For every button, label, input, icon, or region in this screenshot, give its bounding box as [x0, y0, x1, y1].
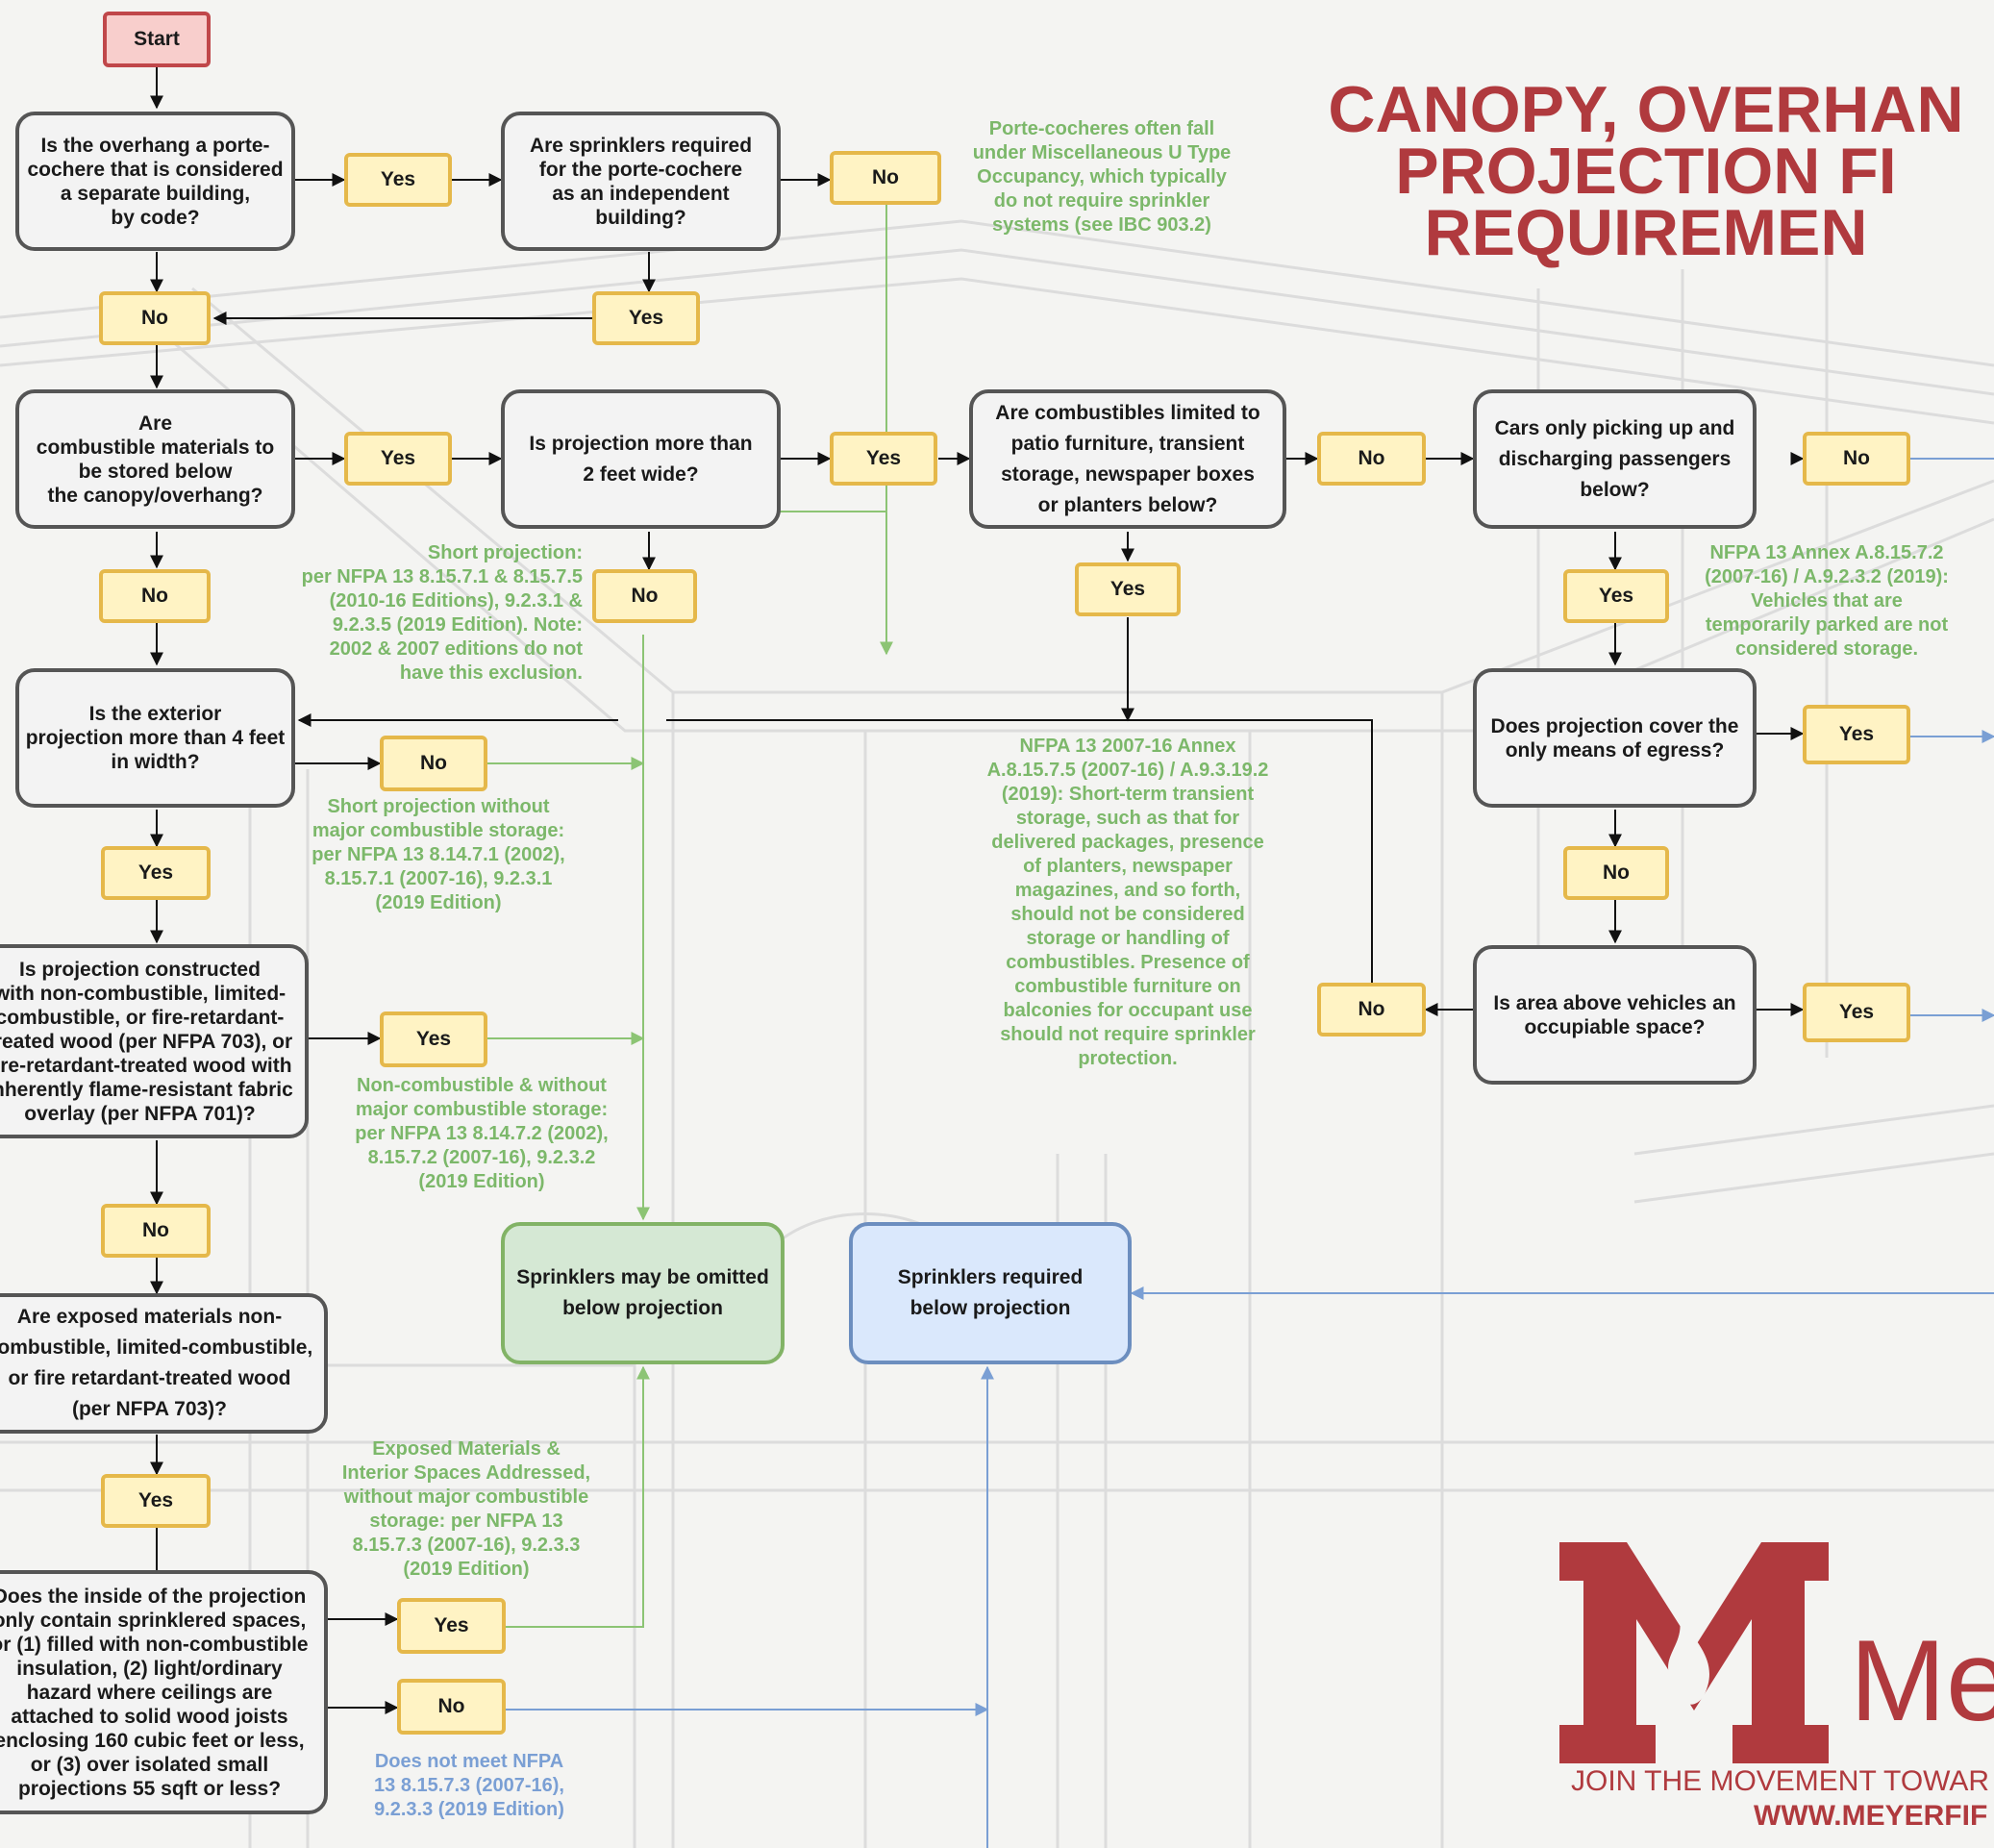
- decision-exposed-materials: Are exposed materials non- combustible, …: [0, 1293, 328, 1434]
- brand-tagline: JOIN THE MOVEMENT TOWAR: [1571, 1765, 1990, 1797]
- answer-q1-yes: Yes: [344, 153, 452, 207]
- answer-q8-yes: Yes: [101, 846, 211, 900]
- answer-q10-yes: Yes: [101, 1474, 211, 1528]
- decision-inside-projection: Does the inside of the projection only c…: [0, 1570, 328, 1814]
- answer-q6-yes: Yes: [1803, 705, 1910, 764]
- answer-q1-no: No: [99, 291, 211, 345]
- note-does-not-meet: Does not meet NFPA 13 8.15.7.3 (2007-16)…: [374, 1751, 564, 1820]
- answer-q9-yes: Yes: [380, 1011, 487, 1067]
- decision-porte-cochere-sprinklers-required: Are sprinklers required for the porte-co…: [501, 112, 781, 251]
- decision-projection-over-2ft: Is projection more than 2 feet wide?: [501, 389, 781, 529]
- note-short-projection: Short projection: per NFPA 13 8.15.7.1 &…: [301, 542, 583, 684]
- answer-q3-yes: Yes: [830, 432, 937, 486]
- note-vehicles-temporary: NFPA 13 Annex A.8.15.7.2 (2007-16) / A.9…: [1705, 542, 1949, 660]
- decision-occupiable-above-vehicles: Is area above vehicles an occupiable spa…: [1473, 945, 1757, 1085]
- decision-porte-cochere-separate: Is the overhang a porte- cochere that is…: [15, 112, 295, 251]
- decision-cars-picking-up: Cars only picking up and discharging pas…: [1473, 389, 1757, 529]
- answer-q4-no: No: [1317, 432, 1426, 486]
- answer-q11-no: No: [397, 1679, 506, 1735]
- note-short-without-storage: Short projection without major combustib…: [312, 796, 565, 913]
- note-noncombustible: Non-combustible & without major combusti…: [355, 1075, 609, 1192]
- answer-q1b-yes: Yes: [592, 291, 700, 345]
- page-title: CANOPY, OVERHAN PROJECTION FI REQUIREMEN: [1328, 73, 1964, 269]
- decision-combustibles-limited: Are combustibles limited to patio furnit…: [969, 389, 1286, 529]
- answer-q3-no: No: [592, 569, 697, 623]
- decision-only-means-egress: Does projection cover the only means of …: [1473, 668, 1757, 808]
- note-transient-storage: NFPA 13 2007-16 Annex A.8.15.7.5 (2007-1…: [986, 736, 1269, 1069]
- meyer-logo-icon: [1559, 1542, 1829, 1763]
- answer-q11-yes: Yes: [397, 1598, 506, 1654]
- answer-q5-no: No: [1803, 432, 1910, 486]
- answer-q8-no: No: [380, 736, 487, 791]
- decision-exterior-over-4ft: Is the exterior projection more than 4 f…: [15, 668, 295, 808]
- decision-combustibles-stored: Are combustible materials to be stored b…: [15, 389, 295, 529]
- answer-q5-yes: Yes: [1563, 569, 1669, 623]
- brand-website: WWW.MEYERFIF: [1754, 1800, 1988, 1832]
- answer-q1b-no: No: [830, 151, 941, 205]
- answer-q9-no: No: [101, 1204, 211, 1258]
- decision-construction-noncombustible: Is projection constructed with non-combu…: [0, 944, 309, 1138]
- brand-logo-text: Me: [1850, 1616, 1994, 1745]
- terminal-sprinklers-required: Sprinklers required below projection: [849, 1222, 1132, 1364]
- start-node: Start: [103, 12, 211, 67]
- answer-q7-no: No: [1317, 983, 1426, 1036]
- answer-q7-yes: Yes: [1803, 983, 1910, 1042]
- answer-q2-no: No: [99, 569, 211, 623]
- answer-q2-yes: Yes: [344, 432, 452, 486]
- answer-q4-yes: Yes: [1075, 562, 1181, 616]
- note-porte-cocheres: Porte-cocheres often fall under Miscella…: [972, 118, 1232, 236]
- note-exposed-materials: Exposed Materials & Interior Spaces Addr…: [341, 1438, 591, 1580]
- terminal-sprinklers-may-be-omitted: Sprinklers may be omitted below projecti…: [501, 1222, 785, 1364]
- answer-q6-no: No: [1563, 846, 1669, 900]
